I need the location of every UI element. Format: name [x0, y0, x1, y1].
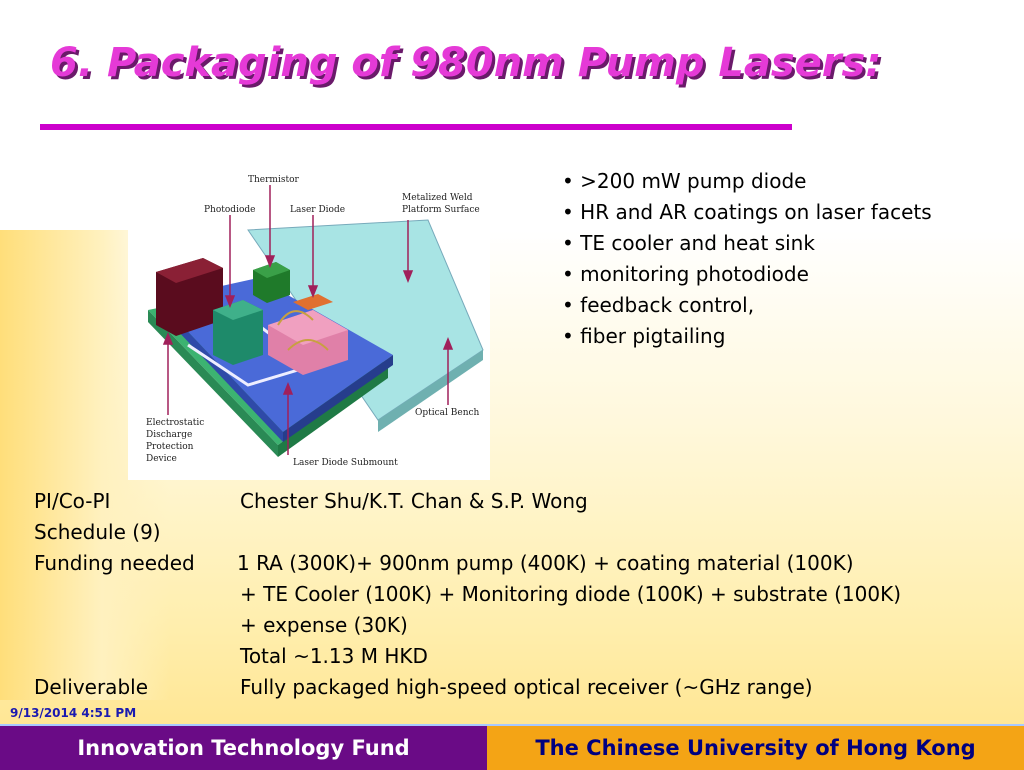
deliverable-label: Deliverable	[34, 675, 148, 699]
label-thermistor: Thermistor	[248, 175, 299, 185]
slide-title: 6. Packaging of 980nm Pump Lasers:	[50, 40, 882, 86]
slide-date: 9/13/2014 4:51 PM	[10, 706, 137, 720]
feature-bullet-list: >200 mW pump diode HR and AR coatings on…	[562, 166, 932, 352]
label-optical-bench: Optical Bench	[415, 408, 480, 418]
bullet-item: feedback control,	[562, 290, 932, 321]
label-metalized-2: Platform Surface	[402, 205, 480, 215]
funding-line-1: 1 RA (300K)+ 900nm pump (400K) + coating…	[237, 551, 854, 575]
label-photodiode: Photodiode	[204, 205, 255, 215]
label-metalized-1: Metalized Weld	[402, 193, 473, 203]
pi-label: PI/Co-PI	[34, 489, 111, 513]
label-esd-4: Device	[146, 454, 177, 464]
bullet-item: fiber pigtailing	[562, 321, 932, 352]
footer-fund-name: Innovation Technology Fund	[0, 724, 487, 770]
funding-line-3: + expense (30K)	[240, 613, 408, 637]
label-laser-diode: Laser Diode	[290, 205, 345, 215]
bullet-item: TE cooler and heat sink	[562, 228, 932, 259]
title-underline	[40, 124, 792, 130]
bullet-item: HR and AR coatings on laser facets	[562, 197, 932, 228]
deliverable-value: Fully packaged high-speed optical receiv…	[240, 675, 813, 699]
label-submount: Laser Diode Submount	[293, 458, 398, 468]
laser-diode-chip	[293, 294, 333, 310]
schedule-label: Schedule (9)	[34, 520, 161, 544]
bullet-item: monitoring photodiode	[562, 259, 932, 290]
pi-value: Chester Shu/K.T. Chan & S.P. Wong	[240, 489, 588, 513]
funding-line-2: + TE Cooler (100K) + Monitoring diode (1…	[240, 582, 902, 606]
laser-package-diagram: Thermistor Photodiode Laser Diode Metali…	[128, 160, 490, 480]
label-esd-1: Electrostatic	[146, 418, 204, 428]
label-esd-2: Discharge	[146, 430, 192, 440]
label-esd-3: Protection	[146, 442, 194, 452]
funding-total: Total ~1.13 M HKD	[240, 644, 428, 668]
footer-university-name: The Chinese University of Hong Kong	[487, 724, 1024, 770]
funding-label: Funding needed	[34, 551, 195, 575]
bullet-item: >200 mW pump diode	[562, 166, 932, 197]
